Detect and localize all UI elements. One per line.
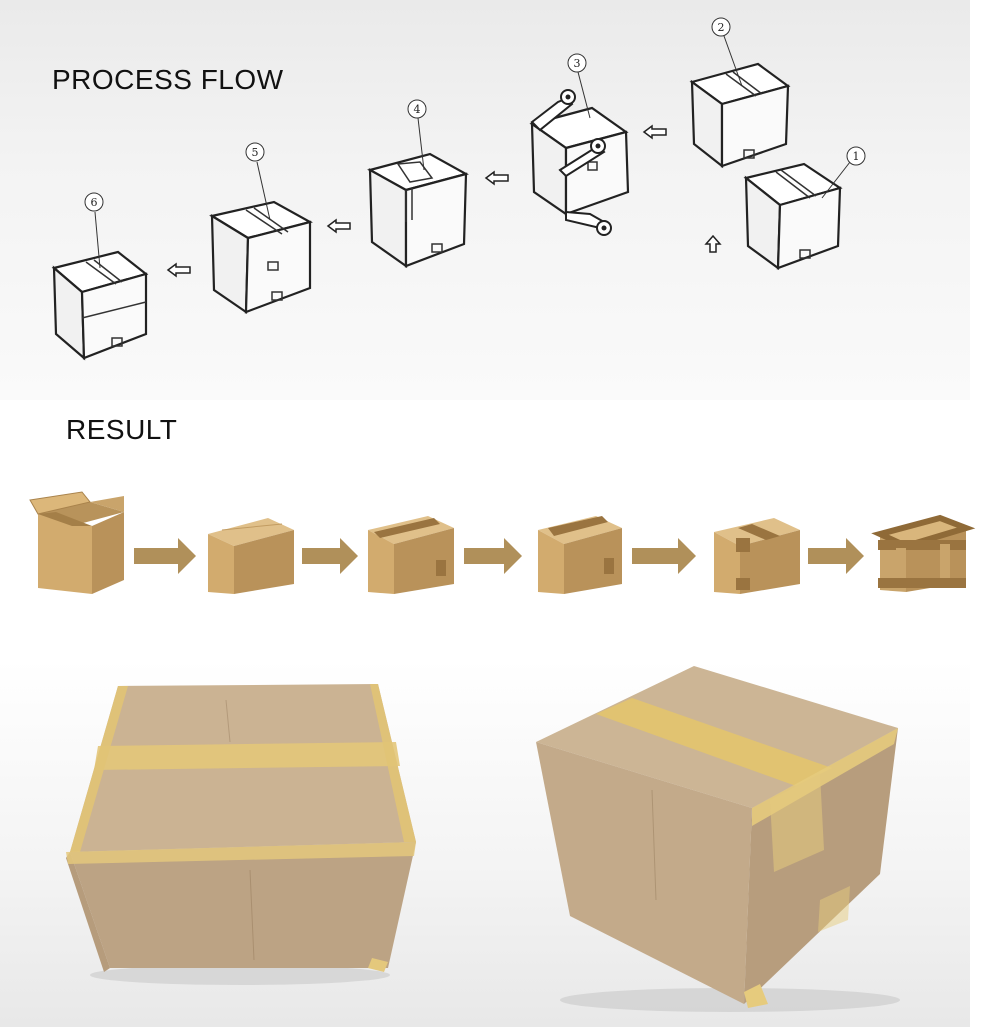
step-5-callout: 5 — [245, 142, 271, 221]
taping-roller-top — [530, 89, 606, 178]
taping-roller-bottom — [565, 210, 612, 236]
result-carton-2-closed — [208, 518, 294, 594]
result-carton-5 — [714, 518, 800, 594]
step-4-callout: 4 — [407, 99, 427, 171]
step-5-box — [209, 200, 313, 315]
step-2-label: 2 — [718, 21, 725, 34]
result-title: RESULT — [66, 414, 178, 445]
step-2-arrow — [642, 124, 667, 140]
step-1-label: 1 — [853, 150, 860, 163]
step-4-arrow — [326, 218, 351, 234]
step-6-label: 6 — [91, 196, 98, 209]
step-4-box — [367, 152, 469, 269]
result-arrow-2 — [302, 538, 358, 574]
step-3-label: 3 — [574, 57, 581, 70]
result-arrow-4 — [632, 538, 696, 574]
step-3-callout: 3 — [567, 53, 591, 119]
step-2-box — [689, 62, 791, 169]
result-carton-3-top-taped — [368, 516, 454, 594]
result-arrow-1 — [134, 538, 196, 574]
process-flow-title: PROCESS FLOW — [52, 64, 284, 95]
result-carton-1-open — [29, 491, 124, 594]
step-4-label: 4 — [414, 103, 421, 116]
step-5-arrow — [166, 262, 191, 278]
step-1-arrow — [704, 234, 722, 253]
result-carton-6-sealed — [871, 514, 976, 592]
step-1-callout: 1 — [821, 146, 866, 199]
step-5-label: 5 — [252, 146, 259, 159]
result-photo-box-angled — [536, 666, 900, 1012]
step-6-box — [51, 250, 149, 361]
result-photo-box-front — [66, 684, 416, 985]
step-3-arrow — [484, 170, 509, 186]
step-6-callout: 6 — [84, 192, 104, 269]
result-carton-4 — [538, 516, 622, 594]
step-1-box — [743, 162, 843, 271]
step-2-callout: 2 — [711, 17, 743, 87]
result-arrow-3 — [464, 538, 522, 574]
result-arrow-5 — [808, 538, 864, 574]
